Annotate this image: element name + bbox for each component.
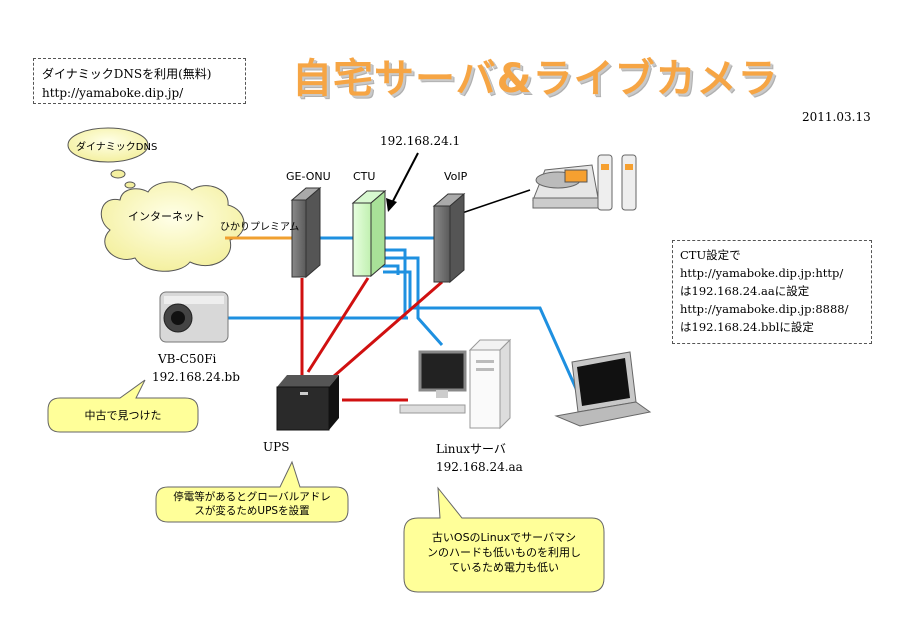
ups-label: UPS xyxy=(263,440,290,454)
hikari-label: ひかりプレミアム xyxy=(220,222,300,233)
dynamic-dns-cloud xyxy=(67,127,149,189)
ctu-device xyxy=(351,189,387,278)
ctu-note-line3: は192.168.24.aaに設定 xyxy=(680,284,810,298)
dns-note-line1: ダイナミックDNSを利用(無料) xyxy=(42,67,212,81)
ctu-ip-arrow xyxy=(386,152,419,212)
camera-callout xyxy=(47,379,199,433)
linux-ip-label: 192.168.24.aa xyxy=(436,460,523,474)
power-lines xyxy=(300,277,443,402)
linux-server-icon xyxy=(399,338,512,430)
lan-lines xyxy=(228,236,580,394)
linux-callout-line1: 古いOSのLinuxでサーバマシ xyxy=(431,531,577,544)
phone-line xyxy=(461,189,531,214)
ctu-note-line2: http://yamaboke.dip.jp:http/ xyxy=(680,266,844,280)
ups-callout-line1: 停電等があるとグローバルアドレ xyxy=(173,491,331,503)
ups-callout-text: 停電等があるとグローバルアドレ スが変るためUPSを設置 xyxy=(156,490,348,518)
linux-callout-line2: ンのハードも低いものを利用し xyxy=(427,546,581,559)
internet-cloud xyxy=(100,181,245,272)
linux-callout-line3: ているため電力も低い xyxy=(449,561,559,574)
camera-callout-text: 中古で見つけた xyxy=(84,409,162,422)
ctu-note-line4: http://yamaboke.dip.jp:8888/ xyxy=(680,302,849,316)
camera-model-label: VB-C50Fi xyxy=(158,352,217,366)
date-label: 2011.03.13 xyxy=(802,110,871,124)
phone-icon xyxy=(532,154,637,211)
ctu-note-box: CTU設定で http://yamaboke.dip.jp:http/ は192… xyxy=(672,240,872,344)
internet-label: インターネット xyxy=(128,210,205,223)
dynamic-dns-label: ダイナミックDNS xyxy=(76,142,158,153)
dns-note-line2: http://yamaboke.dip.jp/ xyxy=(42,86,184,100)
ctu-label: CTU xyxy=(353,170,376,183)
ctu-ip-label: 192.168.24.1 xyxy=(380,134,461,148)
voip-label: VoIP xyxy=(444,170,468,183)
voip-device xyxy=(432,192,466,284)
ctu-note-line5: は192.168.24.bblに設定 xyxy=(680,320,814,334)
linux-label: Linuxサーバ xyxy=(436,442,506,456)
ge-onu-label: GE-ONU xyxy=(286,170,331,183)
dns-note-box: ダイナミックDNSを利用(無料) http://yamaboke.dip.jp/ xyxy=(33,58,246,104)
ctu-note-line1: CTU設定で xyxy=(680,248,741,262)
linux-callout-text: 古いOSのLinuxでサーバマシ ンのハードも低いものを利用し ているため電力も… xyxy=(404,530,604,575)
linux-callout xyxy=(403,486,605,593)
ups-callout xyxy=(155,460,349,523)
laptop-icon xyxy=(554,351,652,427)
page-title: 自宅サーバ&ライブカメラ xyxy=(292,56,779,102)
ups-icon xyxy=(276,375,339,431)
ge-onu-device xyxy=(290,186,322,279)
camera-ip-label: 192.168.24.bb xyxy=(152,370,240,384)
camera-icon xyxy=(159,291,229,343)
ups-callout-line2: スが変るためUPSを設置 xyxy=(194,505,310,517)
